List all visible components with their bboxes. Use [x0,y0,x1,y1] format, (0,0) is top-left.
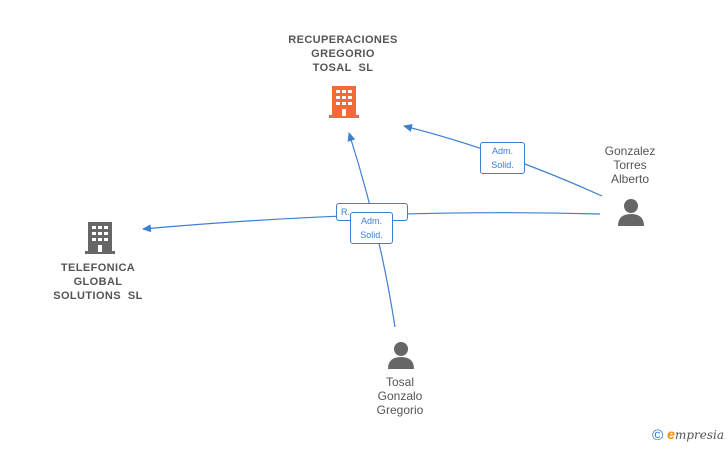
person-label-tosal[interactable]: Tosal Gonzalo Gregorio [350,375,450,417]
building-icon[interactable] [84,220,116,256]
edge-label-line: Adm. [491,146,513,156]
copyright-icon: © [652,427,664,444]
person-label-gonzalez[interactable]: Gonzalez Torres Alberto [580,144,680,186]
footer-brand: ©empresia [652,426,724,444]
person-icon[interactable] [616,197,646,227]
edge-label-tosal-recuperaciones[interactable]: Adm. Solid. [350,212,393,244]
edge-label-line: Solid. [491,160,514,170]
label-line: Tosal [385,375,414,389]
edge-label-line: Solid. [360,230,383,240]
label-line: TELEFONICA [60,262,136,274]
label-line: Alberto [610,172,650,186]
edge-label-gonzalez-recuperaciones[interactable]: Adm. Solid. [480,142,525,174]
edge-label-line: Adm. [360,216,382,226]
brand-name: mpresia [674,428,724,442]
label-line: GREGORIO [311,48,375,60]
company-label-recuperaciones[interactable]: RECUPERACIONES GREGORIO TOSAL SL [263,33,423,75]
brand-logo-e: e [667,426,675,442]
label-line: Torres [613,158,647,172]
label-line: TOSAL SL [312,62,374,74]
company-label-telefonica[interactable]: TELEFONICA GLOBAL SOLUTIONS SL [28,261,168,303]
label-line: SOLUTIONS SL [53,290,143,302]
label-line: GLOBAL [73,276,123,288]
person-icon[interactable] [386,340,416,370]
label-line: RECUPERACIONES [288,34,398,46]
label-line: Gonzalez [604,144,656,158]
label-line: Gonzalo [377,389,423,403]
edge-label-line: R... [341,207,356,217]
label-line: Gregorio [376,403,424,417]
building-icon[interactable] [328,84,360,120]
